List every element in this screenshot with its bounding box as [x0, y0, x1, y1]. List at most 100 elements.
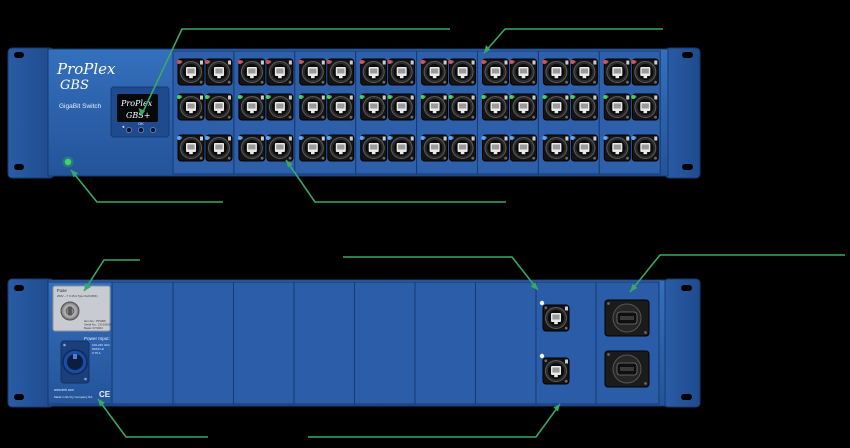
front-port-group-1: [172, 50, 235, 175]
front-port-3-3-1[interactable]: [299, 134, 327, 162]
fuse-spec: 250V ~ T 3.15 A Type 5x20 (B/F): [57, 294, 98, 298]
front-port-6-2-2[interactable]: [510, 93, 537, 121]
port-led: [326, 95, 331, 99]
front-port-4-3-2[interactable]: [388, 134, 416, 162]
rear-fiber-port-2[interactable]: [604, 350, 650, 388]
front-port-2-3-1[interactable]: [238, 134, 266, 162]
front-port-1-1-1[interactable]: [177, 58, 205, 86]
port-led: [237, 60, 242, 64]
rear-blank-panel-0: [111, 281, 174, 405]
front-port-8-3-2[interactable]: [631, 134, 659, 162]
rear-left-rack-ear: [7, 278, 55, 408]
rear-ethercon-port-2[interactable]: [542, 357, 570, 385]
callout-fuse: [83, 259, 140, 292]
made-in-text: Made in EU by Company NA: [54, 395, 92, 399]
rear-port-1-led: [539, 300, 545, 306]
front-port-3-1-1[interactable]: [299, 58, 327, 86]
display-left-button[interactable]: [126, 127, 132, 133]
brand-subtitle: GigaBit Switch: [59, 103, 102, 110]
front-port-4-1-2[interactable]: [388, 58, 416, 86]
front-port-6-3-2[interactable]: [510, 134, 537, 162]
front-port-4-3-1[interactable]: [360, 134, 388, 162]
port-led: [205, 136, 209, 140]
front-port-7-2-1[interactable]: [542, 93, 570, 121]
port-led: [420, 60, 425, 64]
port-led: [481, 60, 486, 64]
powercon-connector[interactable]: [60, 340, 90, 384]
front-port-8-1-1[interactable]: [603, 58, 631, 86]
front-port-5-3-1[interactable]: [421, 134, 449, 162]
front-port-1-2-2[interactable]: [205, 93, 233, 121]
port-led: [542, 60, 547, 64]
port-led: [265, 95, 270, 99]
front-port-2-2-2[interactable]: [266, 93, 294, 121]
front-port-1-1-2[interactable]: [205, 58, 233, 86]
port-led: [205, 60, 209, 64]
port-led: [420, 136, 425, 140]
front-port-8-3-1[interactable]: [603, 134, 631, 162]
front-port-4-2-1[interactable]: [360, 93, 388, 121]
front-port-8-2-1[interactable]: [603, 93, 631, 121]
front-port-5-1-2[interactable]: [449, 58, 477, 86]
front-port-2-2-1[interactable]: [238, 93, 266, 121]
port-led: [448, 136, 453, 140]
front-port-7-3-1[interactable]: [542, 134, 570, 162]
front-port-4-1-1[interactable]: [360, 58, 388, 86]
rear-ethercon-port-1[interactable]: [542, 304, 570, 332]
port-led: [359, 95, 364, 99]
port-led: [570, 60, 575, 64]
rear-fiber-port-1[interactable]: [604, 299, 650, 337]
front-port-5-1-1[interactable]: [421, 58, 449, 86]
port-led: [205, 95, 209, 99]
port-led: [542, 95, 547, 99]
display-left-label: ◄: [121, 124, 125, 129]
front-port-7-1-2[interactable]: [570, 58, 598, 86]
callout-lines: [70, 28, 845, 438]
front-port-5-2-2[interactable]: [449, 93, 477, 121]
port-led: [298, 136, 303, 140]
front-port-6-2-1[interactable]: [482, 93, 509, 121]
front-port-2-1-1[interactable]: [238, 58, 266, 86]
callout-fiber: [629, 254, 845, 293]
port-led: [326, 60, 331, 64]
front-port-3-1-2[interactable]: [327, 58, 355, 86]
port-led: [177, 136, 181, 140]
front-port-8-1-2[interactable]: [631, 58, 659, 86]
front-port-6-1-1[interactable]: [482, 58, 509, 86]
callout-port-leds: [483, 28, 663, 54]
front-port-6-3-1[interactable]: [482, 134, 509, 162]
front-port-3-3-2[interactable]: [327, 134, 355, 162]
rear-fiber-ports: [604, 299, 650, 388]
display-ok-label: OK: [138, 121, 144, 126]
front-port-7-2-2[interactable]: [570, 93, 598, 121]
front-port-1-3-1[interactable]: [177, 134, 205, 162]
port-led: [326, 136, 331, 140]
website-text: www.tmb.com: [54, 388, 74, 392]
port-led: [542, 136, 547, 140]
port-led: [570, 136, 575, 140]
front-port-6-1-2[interactable]: [510, 58, 537, 86]
front-port-1-3-2[interactable]: [205, 134, 233, 162]
port-led: [481, 136, 486, 140]
power-input-line-2: 50/60 Hz: [92, 347, 105, 351]
brand-logo-line2: GBS: [60, 78, 89, 93]
front-port-3-2-2[interactable]: [327, 93, 355, 121]
rear-blank-panels: [47, 281, 537, 405]
front-port-array: [172, 50, 661, 175]
display-right-button[interactable]: [150, 127, 156, 133]
front-port-5-3-2[interactable]: [449, 134, 477, 162]
front-port-3-2-1[interactable]: [299, 93, 327, 121]
front-port-2-3-2[interactable]: [266, 134, 294, 162]
brand-logo-line1: ProPlex: [56, 60, 116, 78]
front-port-7-1-1[interactable]: [542, 58, 570, 86]
front-port-5-2-1[interactable]: [421, 93, 449, 121]
display-ok-button[interactable]: [138, 127, 144, 133]
front-port-group-8: [598, 50, 661, 175]
front-port-4-2-2[interactable]: [388, 93, 416, 121]
front-port-7-3-2[interactable]: [570, 134, 598, 162]
port-led: [387, 60, 392, 64]
front-port-1-2-1[interactable]: [177, 93, 205, 121]
front-port-2-1-2[interactable]: [266, 58, 294, 86]
info-line-1: Item No.: PPGBS: [84, 319, 106, 323]
front-port-8-2-2[interactable]: [631, 93, 659, 121]
